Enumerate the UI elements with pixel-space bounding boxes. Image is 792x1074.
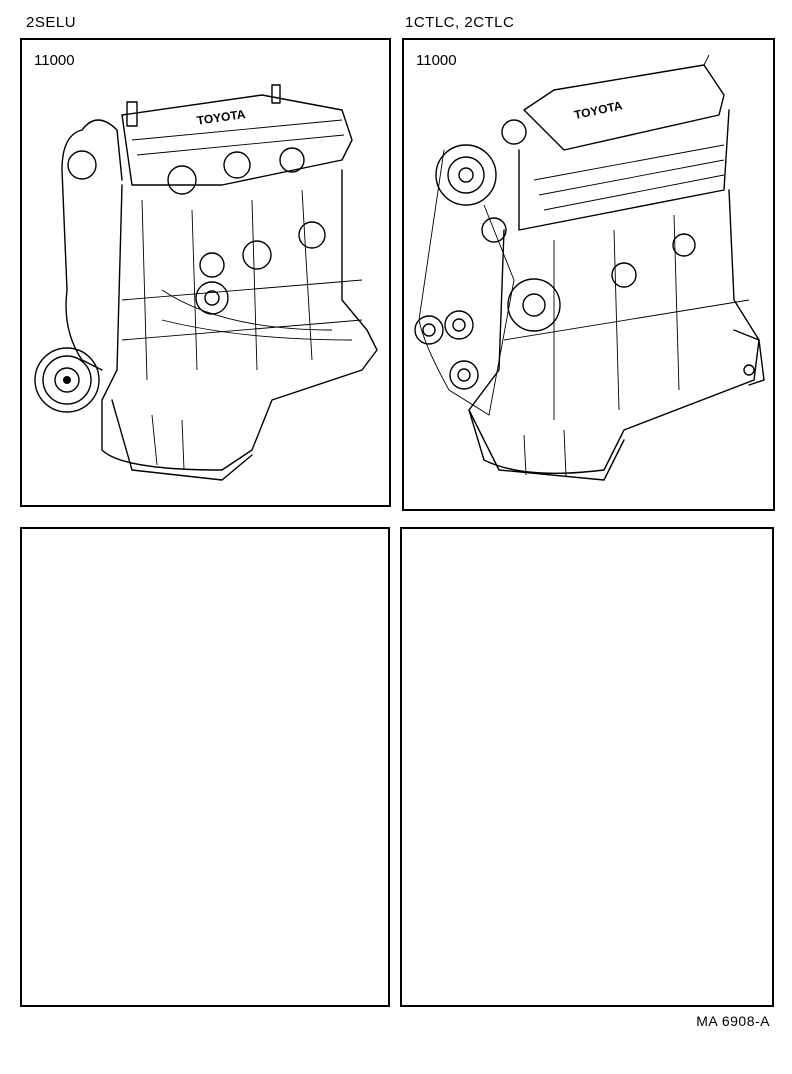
engine-1ctlc-2ctlc-illustration: TOYOTA <box>414 54 765 481</box>
engine-brand-right: TOYOTA <box>573 98 624 122</box>
engine-brand-left: TOYOTA <box>196 107 247 128</box>
empty-panel-right <box>400 527 774 1007</box>
empty-panel-left <box>20 527 390 1007</box>
model-code-left: 2SELU <box>26 14 77 31</box>
part-number-left: 11000 <box>34 52 75 69</box>
engine-panel-right: 11000 TOYOTA <box>402 38 775 511</box>
model-code-right: 1CTLC, 2CTLC <box>405 14 515 31</box>
engine-panel-left: 11000 TOYOTA <box>20 38 391 507</box>
part-number-right: 11000 <box>416 52 457 69</box>
engine-2selu-illustration: TOYOTA <box>34 84 378 481</box>
diagram-code: MA 6908-A <box>696 1013 770 1029</box>
